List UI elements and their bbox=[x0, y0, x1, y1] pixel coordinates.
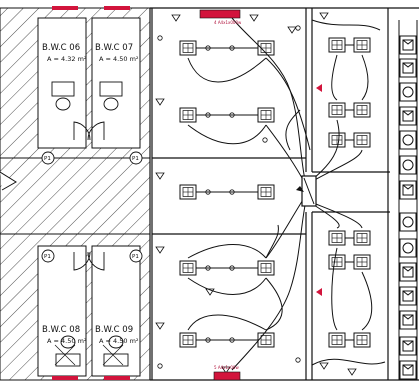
svg-text:A = 4.50 m²: A = 4.50 m² bbox=[47, 337, 87, 345]
svg-text:B.W.C 06: B.W.C 06 bbox=[42, 43, 80, 53]
svg-text:A = 4.32 m²: A = 4.32 m² bbox=[47, 55, 87, 63]
svg-text:4 A4x1x000w: 4 A4x1x000w bbox=[214, 20, 242, 25]
svg-text:P1: P1 bbox=[132, 156, 139, 162]
wiring-runs bbox=[187, 17, 386, 371]
shaft-tag: P1 bbox=[41, 249, 55, 263]
room-label-wc06: B.W.C 06 A = 4.32 m² bbox=[42, 43, 87, 63]
red-accents bbox=[316, 84, 322, 296]
svg-text:P1: P1 bbox=[44, 156, 51, 162]
shaft-tag: P1 bbox=[41, 151, 55, 165]
svg-text:5 A4x1x00w: 5 A4x1x00w bbox=[214, 365, 239, 370]
svg-text:P1: P1 bbox=[44, 254, 51, 260]
svg-text:B.W.C 08: B.W.C 08 bbox=[42, 325, 80, 335]
switches bbox=[157, 25, 301, 369]
distribution-panel bbox=[296, 175, 317, 207]
room-label-wc07: B.W.C 07 A = 4.50 m² bbox=[95, 43, 139, 63]
panel-label-bottom: 5 A4x1x00w bbox=[213, 365, 241, 381]
svg-text:A = 4.50 m²: A = 4.50 m² bbox=[99, 337, 139, 345]
door-markers bbox=[52, 6, 130, 380]
svg-text:B.W.C 07: B.W.C 07 bbox=[95, 43, 133, 53]
shaft-tag: P1 bbox=[129, 151, 143, 165]
panel-label-top: 4 A4x1x000w bbox=[199, 9, 242, 25]
wc-fixtures bbox=[51, 81, 129, 367]
svg-text:B.W.C 09: B.W.C 09 bbox=[95, 325, 133, 335]
central-walls bbox=[149, 7, 419, 381]
room-label-wc09: B.W.C 09 A = 4.50 m² bbox=[95, 325, 139, 345]
svg-text:P1: P1 bbox=[132, 254, 139, 260]
fixture-ties bbox=[196, 44, 354, 341]
svg-text:A = 4.50 m²: A = 4.50 m² bbox=[99, 55, 139, 63]
break-line-symbol bbox=[0, 171, 17, 191]
room-label-wc08: B.W.C 08 A = 4.50 m² bbox=[42, 325, 87, 345]
wc-doors bbox=[73, 121, 105, 271]
shaft-tag: P1 bbox=[129, 249, 143, 263]
right-fixture-column bbox=[398, 20, 418, 380]
